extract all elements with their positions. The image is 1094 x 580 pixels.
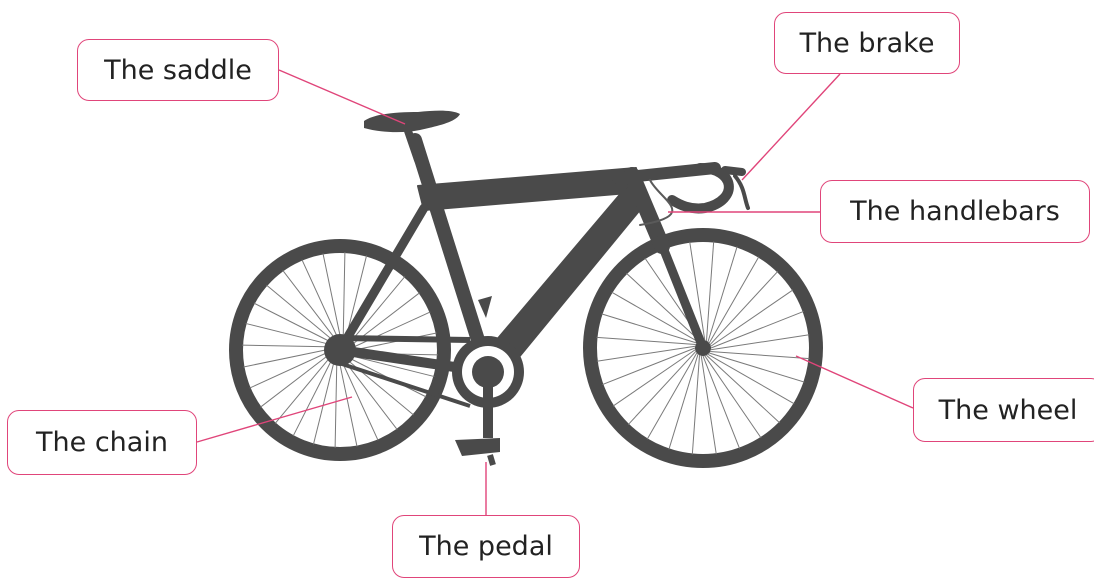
spoke [323,253,341,342]
spoke [335,357,337,448]
crankset [452,336,524,465]
spoke [293,355,334,436]
leader-brake [742,74,840,180]
spoke [242,345,333,347]
pedal-shape [455,438,500,456]
spoke [343,252,345,343]
spoke [254,303,335,344]
spoke [313,356,335,444]
saddle-shape [364,111,460,132]
spoke [275,354,333,424]
label-pedal: The pedal [392,515,580,578]
spoke [267,285,337,343]
spoke [243,349,332,367]
leader-saddle [279,70,405,124]
spoke [339,358,357,447]
label-saddle: The saddle [77,39,279,101]
label-brake: The brake [774,12,960,74]
label-handlebars: The handlebars [820,180,1090,243]
label-chain: The chain [7,410,197,475]
spoke [246,323,334,345]
label-wheel: The wheel [913,378,1094,442]
